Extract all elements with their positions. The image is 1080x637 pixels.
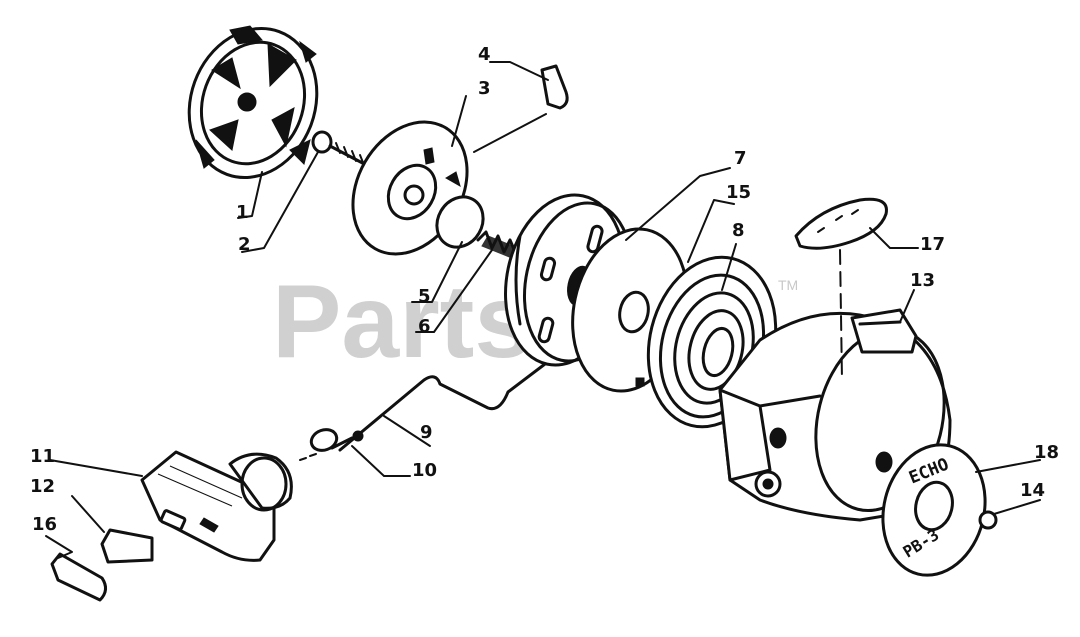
- callout-9: 9: [420, 422, 433, 443]
- part-14-knob: [978, 510, 998, 530]
- part-3-ratchet: [351, 120, 469, 256]
- callout-1: 1: [236, 202, 249, 223]
- callout-16: 16: [32, 514, 57, 535]
- part-4-pawl: [540, 64, 569, 110]
- callout-18: 18: [1034, 442, 1059, 463]
- part-12-insert: [100, 528, 154, 564]
- callout-labels: 1 2 3 4 5 6 7 8 9 10 11 12 13 14 15 16 1…: [30, 44, 1059, 535]
- part-11-handle: [140, 450, 293, 562]
- part-17-decal: [794, 197, 888, 250]
- part-9-rope: [338, 362, 547, 452]
- part-5-washer: [435, 195, 485, 249]
- callout-11: 11: [30, 446, 55, 467]
- part-10-rope-guide: [299, 428, 364, 461]
- part-13-housing: [718, 308, 952, 522]
- callout-14: 14: [1020, 480, 1045, 501]
- part-16-plate: [50, 552, 107, 602]
- callout-7: 7: [734, 148, 747, 169]
- part-1-pulley: [187, 25, 319, 179]
- callout-8: 8: [732, 220, 745, 241]
- callout-3: 3: [478, 78, 491, 99]
- leader-lines: [45, 61, 1041, 559]
- callout-5: 5: [418, 286, 431, 307]
- callout-17: 17: [920, 234, 945, 255]
- callout-6: 6: [418, 316, 431, 337]
- watermark-trademark: TM: [778, 277, 798, 293]
- callout-10: 10: [412, 460, 437, 481]
- callout-2: 2: [238, 234, 251, 255]
- callout-12: 12: [30, 476, 55, 497]
- callout-15: 15: [726, 182, 751, 203]
- part-18-nameplate: ECHO PB-3: [881, 443, 987, 577]
- callout-4: 4: [478, 44, 491, 65]
- callout-13: 13: [910, 270, 935, 291]
